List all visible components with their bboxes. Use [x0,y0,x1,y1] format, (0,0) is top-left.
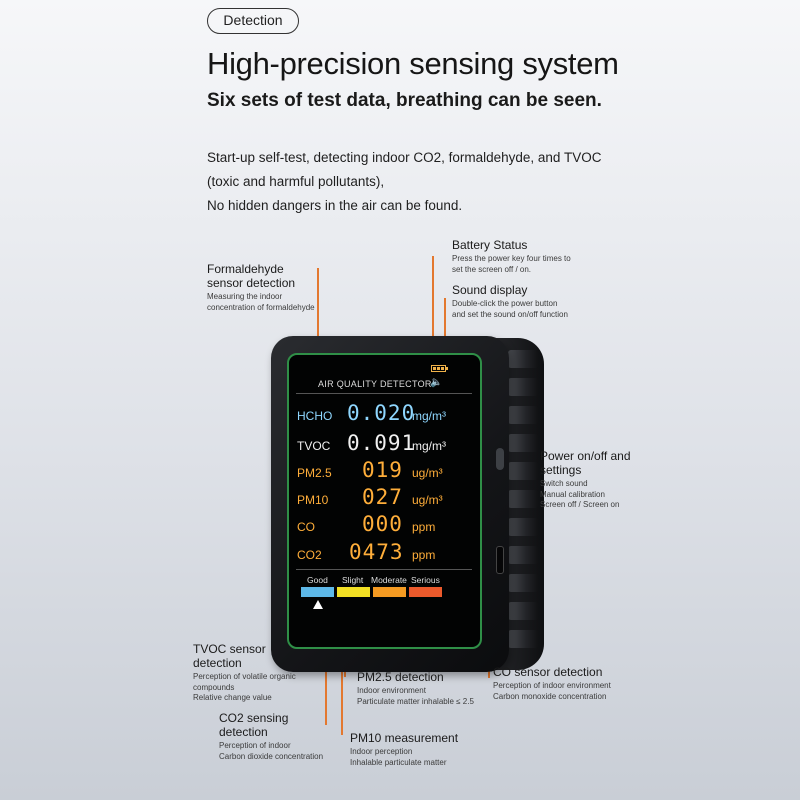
level-label-slight: Slight [342,575,364,585]
callout-desc: Indoor perception Inhalable particulate … [350,747,447,767]
reading-value-pm25: 019 [362,458,403,482]
callout-power: Power on/off and settings Switch sound M… [540,449,631,511]
usb-port [496,546,504,574]
callout-co: CO sensor detection Perception of indoor… [493,665,611,702]
power-button[interactable] [496,448,504,470]
level-bar-good [301,587,334,597]
callout-title: Battery Status [452,238,528,252]
reading-value-co: 000 [362,512,403,536]
reading-unit-hcho: mg/m³ [412,409,446,423]
level-bar-serious [409,587,442,597]
level-label-moderate: Moderate [371,575,407,585]
intro-line: (toxic and harmful pollutants), [207,174,385,189]
callout-pm10: PM10 measurement Indoor perception Inhal… [350,731,458,768]
screen-title: AIR QUALITY DETECTOR [318,379,432,389]
callout-co2: CO2 sensing detection Perception of indo… [219,711,323,762]
leader-line [432,256,434,376]
reading-value-pm10: 027 [362,485,403,509]
callout-tvoc: TVOC sensor detection Perception of vola… [193,642,296,704]
callout-sound: Sound display Double-click the power but… [452,283,568,320]
callout-pm25: PM2.5 detection Indoor environment Parti… [357,670,474,707]
reading-unit-pm25: ug/m³ [412,466,443,480]
callout-desc: Press the power key four times to set th… [452,254,571,274]
level-pointer-icon [313,600,323,609]
reading-unit-tvoc: mg/m³ [412,439,446,453]
callout-title: PM10 measurement [350,731,459,745]
reading-value-tvoc: 0.091 [347,431,416,455]
level-bar-moderate [373,587,406,597]
reading-unit-co: ppm [412,520,436,534]
callout-desc: Perception of indoor Carbon dioxide conc… [219,741,324,761]
level-label-serious: Serious [411,575,440,585]
level-bar-slight [337,587,370,597]
reading-label-hcho: HCHO [297,409,333,423]
screen-divider [296,393,472,394]
callout-desc: Perception of volatile organic compounds… [193,672,296,702]
reading-label-pm25: PM2.5 [297,466,332,480]
intro-line: No hidden dangers in the air can be foun… [207,198,463,213]
callout-title: CO sensor detection [493,665,603,679]
screen-divider [296,569,472,570]
page-subtitle: Six sets of test data, breathing can be … [207,90,602,111]
intro-line: Start-up self-test, detecting indoor CO2… [207,150,602,165]
callout-title: CO2 sensing [219,711,289,725]
callout-desc: Double-click the power button and set th… [452,299,568,319]
callout-desc: Measuring the indoor concentration of fo… [207,292,315,312]
reading-label-co: CO [297,520,315,534]
battery-icon [431,365,448,372]
callout-desc: Perception of indoor environment Carbon … [493,681,611,701]
reading-value-co2: 0473 [349,540,404,564]
callout-desc: Indoor environment Particulate matter in… [357,686,474,706]
heat-sink-fins [508,350,538,655]
intro-text: Start-up self-test, detecting indoor CO2… [207,146,627,218]
callout-title: settings [540,463,582,477]
reading-value-hcho: 0.020 [347,401,416,425]
reading-label-pm10: PM10 [297,493,329,507]
speaker-icon: 🔈 [430,377,443,388]
reading-label-co2: CO2 [297,548,322,562]
reading-unit-co2: ppm [412,548,436,562]
reading-label-tvoc: TVOC [297,439,331,453]
callout-title: TVOC sensor [193,642,266,656]
callout-formaldehyde: Formaldehyde sensor detection Measuring … [207,262,315,313]
section-badge: Detection [207,8,299,34]
device-screen [287,353,482,649]
callout-title: detection [193,656,242,670]
callout-title: detection [219,725,268,739]
callout-title: Power on/off and [540,449,631,463]
callout-title: sensor detection [207,276,296,290]
level-label-good: Good [307,575,328,585]
callout-title: Formaldehyde [207,262,284,276]
page-title: High-precision sensing system [207,46,619,81]
callout-title: Sound display [452,283,528,297]
callout-title: PM2.5 detection [357,670,444,684]
callout-battery: Battery Status Press the power key four … [452,238,571,275]
callout-desc: Switch sound Manual calibration Screen o… [540,479,620,509]
reading-unit-pm10: ug/m³ [412,493,443,507]
